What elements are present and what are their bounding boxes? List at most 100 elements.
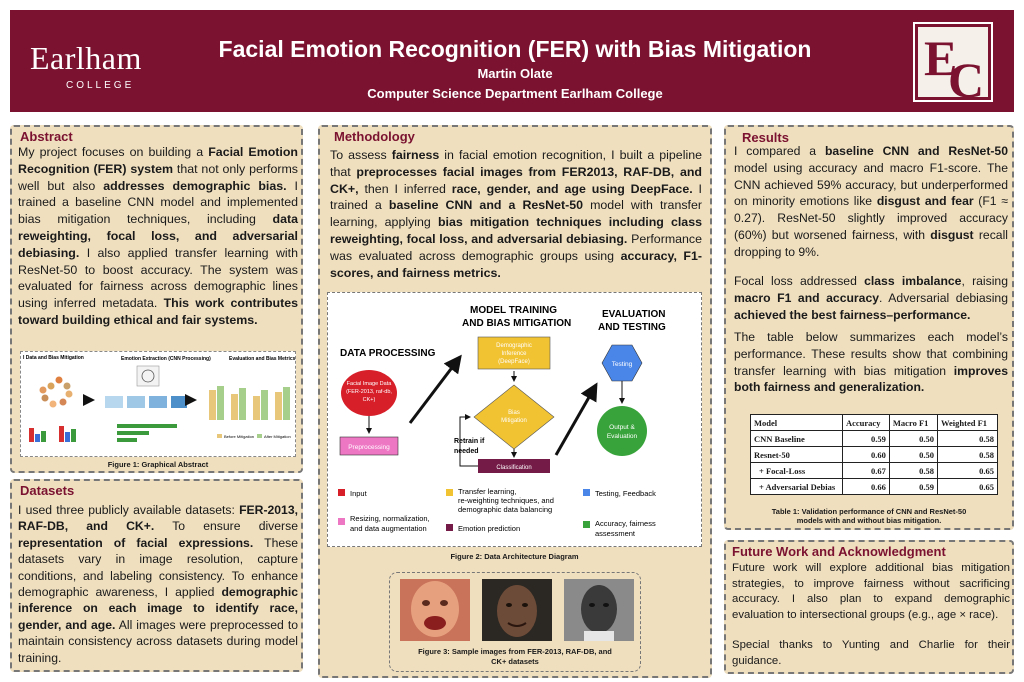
node-classification (478, 459, 550, 473)
node-demographic-inference (477, 336, 551, 370)
svg-text:MODEL TRAINING: MODEL TRAINING (470, 305, 557, 316)
node-testing (601, 344, 643, 382)
figure1-caption: Figure 1: Graphical Abstract (107, 460, 209, 469)
results-text-2: Focal loss addressed class imbalance, ra… (734, 274, 1008, 322)
table-cell: 0.65 (936, 462, 999, 479)
svg-text:AND BIAS MITIGATION: AND BIAS MITIGATION (462, 318, 571, 329)
results-text-3: The table below summarizes each model’s … (734, 330, 1008, 395)
ec-crest-logo: E C (913, 22, 993, 108)
svg-text:Bias: Bias (508, 410, 520, 416)
table-cell: 0.58 (888, 462, 938, 479)
table-cell: 0.50 (888, 446, 938, 463)
svg-text:re-weighting techniques, and: re-weighting techniques, and (458, 496, 554, 505)
table-cell: 0.58 (936, 446, 999, 463)
svg-text:Demographic: Demographic (496, 343, 532, 349)
svg-text:Mitigation: Mitigation (501, 418, 527, 424)
table-cell: 0.66 (842, 478, 890, 495)
svg-text:I Data and Bias Mitigation: I Data and Bias Mitigation (23, 355, 84, 361)
svg-text:Accuracy, fairness: Accuracy, fairness (595, 519, 656, 528)
svg-text:Testing: Testing (612, 361, 633, 368)
node-output-evaluation (597, 406, 647, 456)
results-panel: Results I compared a baseline CNN and Re… (724, 125, 1014, 530)
sample-images-figure (389, 572, 641, 672)
datasets-title: Datasets (20, 483, 75, 498)
future-work-panel: Future Work and Acknowledgment Future wo… (724, 540, 1014, 674)
table-cell: 0.65 (936, 478, 999, 495)
node-bias-mitigation (473, 384, 555, 450)
results-table: Model Accuracy Macro F1 Weighted F1 CNN … (750, 414, 999, 495)
svg-text:Evaluation: Evaluation (607, 433, 638, 440)
svg-text:assessment: assessment (595, 529, 636, 538)
node-input (341, 370, 397, 416)
results-text-1: I compared a baseline CNN and ResNet-50 … (734, 144, 1008, 259)
poster-author: Martin Olate (477, 66, 553, 81)
svg-text:Before Mitigation: Before Mitigation (224, 434, 254, 439)
methodology-title: Methodology (334, 129, 415, 144)
heading-data-processing: DATA PROCESSING (340, 348, 436, 359)
col-header-weighted-f1: Weighted F1 (936, 414, 999, 431)
table-cell: 0.50 (888, 430, 938, 447)
future-work-text-2: Special thanks to Yunting and Charlie fo… (732, 639, 1010, 667)
svg-text:needed: needed (454, 448, 479, 455)
svg-text:EVALUATION: EVALUATION (602, 309, 666, 320)
svg-text:Emotion prediction: Emotion prediction (458, 524, 520, 533)
figure3-caption-line2: CK+ datasets (491, 657, 539, 666)
svg-text:(DeepFace): (DeepFace) (498, 359, 530, 365)
poster-title: Facial Emotion Recognition (FER) with Bi… (218, 36, 812, 62)
graphical-abstract-figure: I Data and Bias Mitigation Emotion Extra… (20, 351, 296, 457)
future-work-text-1: Future work will explore additional bias… (732, 562, 1010, 621)
table-row: CNN Baseline 0.59 0.50 0.58 (750, 430, 999, 447)
figure3-caption-line1: Figure 3: Sample images from FER-2013, R… (418, 647, 612, 656)
table-cell: 0.59 (842, 430, 890, 447)
poster-department: Computer Science Department Earlham Coll… (367, 86, 663, 101)
architecture-diagram: DATA PROCESSING MODEL TRAINING AND BIAS … (327, 292, 702, 547)
svg-text:AND TESTING: AND TESTING (598, 322, 666, 333)
table-row: + Adversarial Debias 0.66 0.59 0.65 (750, 478, 999, 495)
table1-caption-line2: models with and without bias mitigation. (796, 516, 942, 525)
node-preprocessing (339, 436, 399, 456)
col-header-accuracy: Accuracy (842, 414, 890, 431)
svg-text:Emotion Extraction (CNN Proces: Emotion Extraction (CNN Processing) (121, 356, 211, 362)
abstract-text: My project focuses on building a Facial … (18, 145, 298, 327)
datasets-panel: Datasets I used three publicly available… (10, 479, 303, 672)
table-cell: CNN Baseline (750, 430, 843, 447)
table-row: Resnet-50 0.60 0.50 0.58 (750, 446, 999, 463)
svg-text:and data augmentation: and data augmentation (350, 524, 427, 533)
svg-text:demographic data balancing: demographic data balancing (458, 505, 552, 514)
svg-text:Testing, Feedback: Testing, Feedback (595, 489, 656, 498)
table-cell: + Focal-Loss (750, 462, 843, 479)
datasets-text: I used three publicly available datasets… (18, 503, 298, 665)
svg-text:(FER-2013, raf-db,: (FER-2013, raf-db, (346, 389, 392, 395)
svg-text:Transfer learning,: Transfer learning, (458, 487, 517, 496)
col-header-model: Model (750, 414, 843, 431)
table-cell: Resnet-50 (750, 446, 843, 463)
table-row: + Focal-Loss 0.67 0.58 0.65 (750, 462, 999, 479)
svg-text:Output &: Output & (609, 424, 635, 431)
table-cell: 0.67 (842, 462, 890, 479)
table-cell: 0.60 (842, 446, 890, 463)
svg-text:Facial Image Data: Facial Image Data (347, 381, 393, 387)
svg-text:Classification: Classification (496, 465, 531, 471)
svg-text:After Mitigation: After Mitigation (264, 434, 291, 439)
col-header-macro-f1: Macro F1 (888, 414, 938, 431)
svg-text:Resizing, normalization,: Resizing, normalization, (350, 514, 430, 523)
results-table-header: Model Accuracy Macro F1 Weighted F1 (750, 414, 999, 431)
svg-text:Evaluation and Bias Metrics: Evaluation and Bias Metrics (229, 356, 296, 362)
results-title: Results (742, 130, 789, 145)
table-cell: + Adversarial Debias (750, 478, 843, 495)
table-cell: 0.58 (936, 430, 999, 447)
svg-text:Inference: Inference (501, 351, 527, 357)
table-cell: 0.59 (888, 478, 938, 495)
svg-text:Preprocessing: Preprocessing (348, 444, 390, 451)
future-work-title: Future Work and Acknowledgment (732, 544, 946, 559)
methodology-text: To assess fairness in facial emotion rec… (330, 148, 703, 280)
svg-text:Retrain if: Retrain if (454, 438, 485, 445)
svg-text:CK+): CK+) (363, 397, 376, 403)
abstract-title: Abstract (20, 129, 73, 144)
table1-caption-line1: Table 1: Validation performance of CNN a… (771, 507, 967, 516)
poster-header: Earlham COLLEGE Facial Emotion Recogniti… (10, 10, 1014, 112)
figure2-caption: Figure 2: Data Architecture Diagram (450, 552, 579, 561)
svg-text:Input: Input (350, 489, 368, 498)
earlham-logo-text: Earlham (30, 40, 142, 76)
earlham-logo-subtext: COLLEGE (66, 80, 135, 91)
